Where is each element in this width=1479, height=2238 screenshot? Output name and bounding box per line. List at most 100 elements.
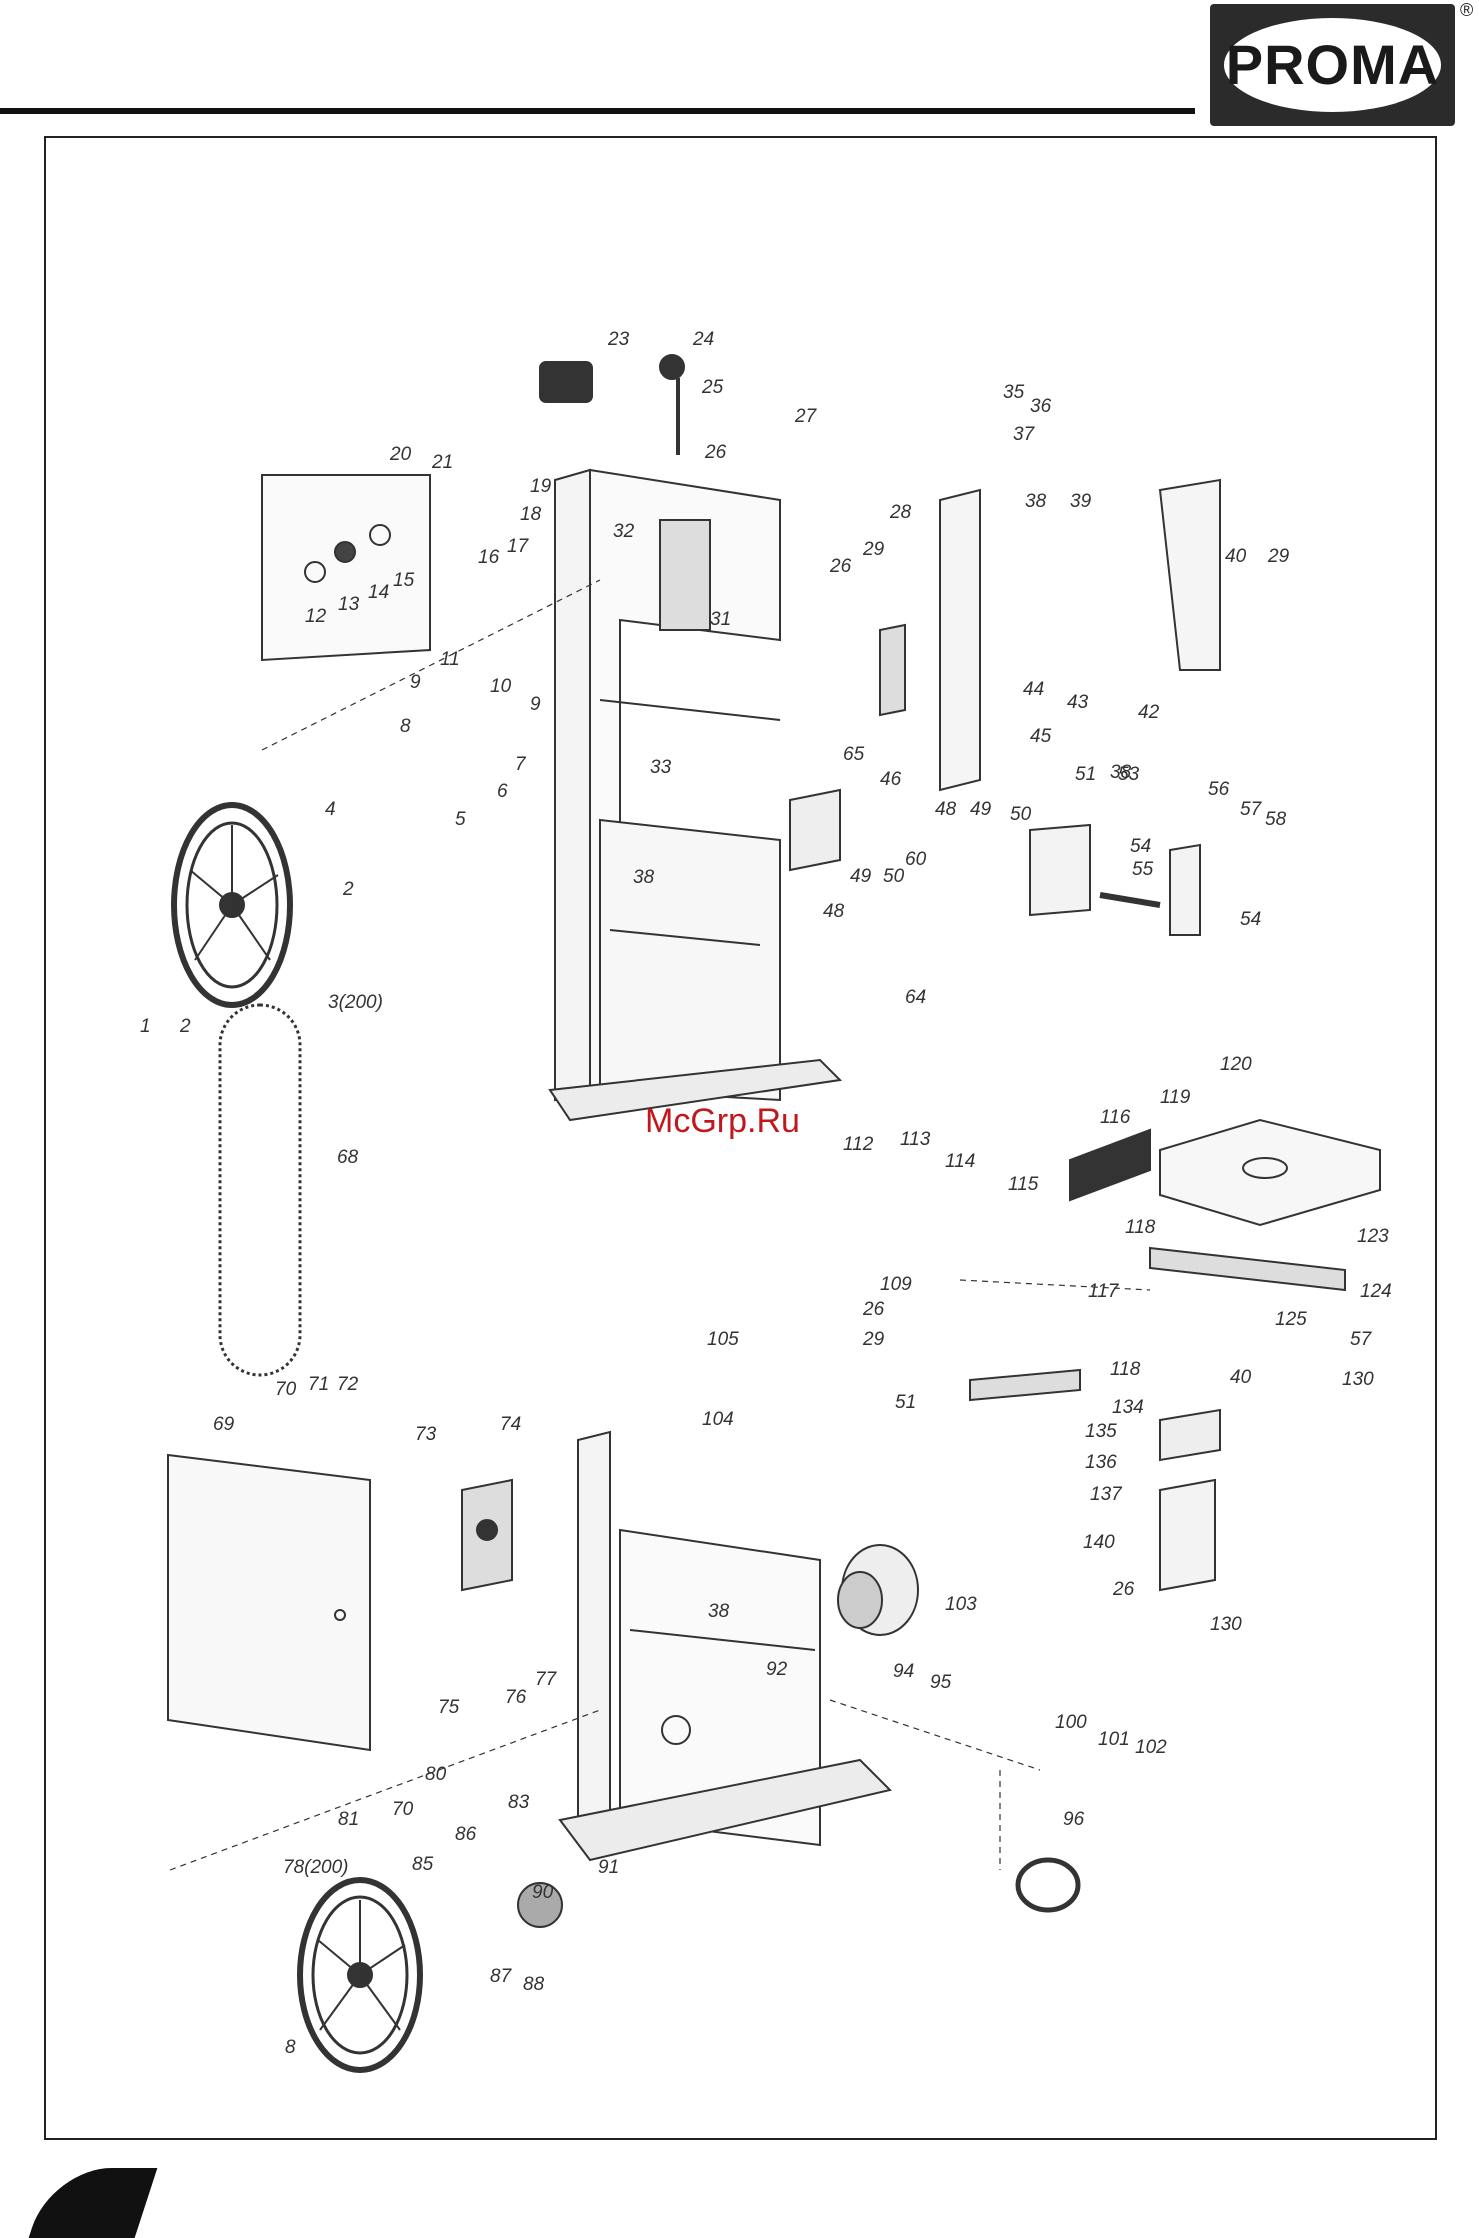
part-label: 24 (692, 329, 714, 350)
part-label: 35 (1003, 382, 1025, 403)
part-label: 76 (505, 1687, 527, 1708)
part-label: 36 (1030, 396, 1052, 417)
part-label: 23 (607, 329, 630, 350)
part-label: 125 (1275, 1309, 1307, 1330)
switch-box (461, 1478, 513, 1592)
part-label: 38 (1110, 762, 1132, 783)
part-label: 74 (500, 1414, 521, 1435)
part-label: 45 (1030, 726, 1052, 747)
part-label: 72 (337, 1374, 359, 1395)
part-label: 118 (1125, 1217, 1156, 1238)
lower-wheel (297, 1877, 423, 2073)
registered-mark: ® (1460, 0, 1474, 20)
part-label: 55 (1132, 859, 1154, 880)
part-label: 92 (766, 1659, 788, 1680)
part-label: 2 (342, 879, 354, 900)
part-label: 140 (1083, 1532, 1115, 1553)
saw-blade (218, 1003, 302, 1377)
part-label: 12 (305, 606, 327, 627)
part-label: 95 (930, 1672, 952, 1693)
part-label: 70 (392, 1799, 414, 1820)
part-label: 19 (530, 476, 552, 497)
part-label: 130 (1210, 1614, 1242, 1635)
part-label: 32 (613, 521, 635, 542)
logo-oval: PROMA (1224, 18, 1441, 112)
part-label: 37 (1013, 424, 1036, 445)
work-table (1069, 1118, 1381, 1292)
part-label: 112 (843, 1134, 874, 1155)
part-label: 137 (1090, 1484, 1123, 1505)
part-label: 124 (1360, 1281, 1392, 1302)
part-label: 118 (1110, 1359, 1141, 1380)
part-label: 5 (455, 809, 466, 830)
part-label: 50 (883, 866, 905, 887)
drive-belt (517, 1857, 1081, 1928)
brand-logo: PROMA (1210, 4, 1455, 126)
part-label: 39 (1070, 491, 1092, 512)
part-number-labels: 1 2 2 3(200) 4 5 6 7 8 9 9 10 11 12 13 1… (140, 329, 1392, 2058)
part-label: 56 (1208, 779, 1230, 800)
part-label: 136 (1085, 1452, 1117, 1473)
part-label: 58 (1265, 809, 1287, 830)
assembly-lines (169, 579, 1151, 1871)
part-label: 3(200) (328, 992, 383, 1013)
part-label: 44 (1023, 679, 1044, 700)
part-label: 6 (497, 781, 508, 802)
top-parts (539, 354, 1221, 792)
part-label: 69 (213, 1414, 235, 1435)
part-label: 42 (1138, 702, 1160, 723)
part-label: 21 (431, 452, 453, 473)
upper-wheel (171, 802, 293, 1008)
part-label: 130 (1342, 1369, 1374, 1390)
part-label: 38 (1025, 491, 1047, 512)
part-label: 117 (1088, 1281, 1120, 1302)
part-label: 2 (179, 1016, 191, 1037)
part-label: 29 (1267, 546, 1290, 567)
part-label: 50 (1010, 804, 1032, 825)
part-label: 57 (1240, 799, 1263, 820)
part-label: 26 (862, 1299, 885, 1320)
header-rule (0, 108, 1195, 114)
part-label: 9 (410, 672, 421, 693)
part-label: 83 (508, 1792, 530, 1813)
diagram-frame (44, 136, 1437, 2140)
part-label: 51 (895, 1392, 916, 1413)
part-label: 51 (1075, 764, 1096, 785)
part-label: 20 (389, 444, 412, 465)
part-label: 120 (1220, 1054, 1252, 1075)
part-label: 26 (829, 556, 852, 577)
blade-guide-assembly (789, 788, 1201, 936)
part-label: 4 (325, 799, 336, 820)
part-label: 96 (1063, 1809, 1085, 1830)
part-label: 70 (275, 1379, 297, 1400)
part-label: 40 (1230, 1367, 1252, 1388)
part-label: 134 (1112, 1397, 1144, 1418)
part-label: 31 (710, 609, 731, 630)
part-label: 78(200) (283, 1857, 349, 1878)
part-label: 16 (478, 547, 500, 568)
part-label: 135 (1085, 1421, 1117, 1442)
part-label: 85 (412, 1854, 434, 1875)
part-label: 25 (701, 377, 724, 398)
logo-text: PROMA (1225, 33, 1440, 96)
part-label: 54 (1240, 909, 1261, 930)
part-label: 29 (862, 1329, 885, 1350)
part-label: 75 (438, 1697, 460, 1718)
part-label: 49 (850, 866, 872, 887)
part-label: 14 (368, 582, 389, 603)
part-label: 1 (140, 1016, 151, 1037)
part-label: 26 (704, 442, 727, 463)
part-label: 18 (520, 504, 542, 525)
part-label: 105 (707, 1329, 739, 1350)
part-label: 48 (823, 901, 845, 922)
part-label: 29 (862, 539, 885, 560)
part-label: 26 (1112, 1579, 1135, 1600)
part-label: 8 (285, 2037, 296, 2058)
motor (837, 1544, 919, 1636)
part-label: 119 (1160, 1087, 1191, 1108)
part-label: 114 (945, 1151, 975, 1172)
part-label: 57 (1350, 1329, 1373, 1350)
part-label: 65 (843, 744, 865, 765)
part-label: 54 (1130, 836, 1151, 857)
